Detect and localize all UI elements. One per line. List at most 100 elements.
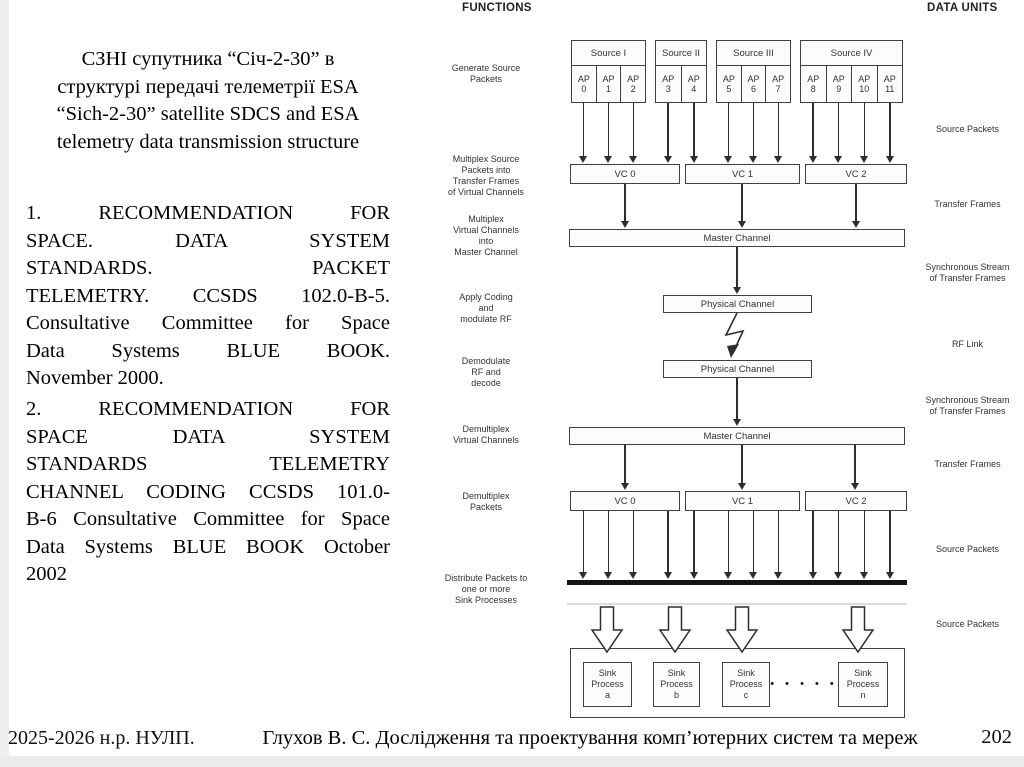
ap-row: AP 3 AP 4	[656, 66, 706, 102]
functions-header: FUNCTIONS	[462, 2, 532, 14]
telemetry-flow-diagram: FUNCTIONS DATA UNITS Generate Source Pac…	[432, 0, 1024, 760]
flow-arrow-line	[812, 103, 814, 156]
function-label-demux-vc: Demultiplex Virtual Channels	[453, 424, 519, 445]
text-line: 2. RECOMMENDATION FOR	[26, 398, 390, 420]
text-line: November 2000.	[26, 367, 164, 389]
arrowhead-icon	[629, 572, 637, 579]
left-margin	[0, 0, 9, 767]
flow-arrow-line	[863, 511, 866, 572]
arrowhead-icon	[808, 572, 817, 579]
text-line: SPACE DATA SYSTEM	[26, 425, 390, 448]
ap-row: AP 0 AP 1 AP 2	[572, 66, 645, 102]
ap-cell: AP 9	[825, 66, 852, 102]
arrowhead-icon	[663, 572, 672, 579]
flow-arrow-line	[741, 184, 743, 221]
text-line: telemetry data transmission structure	[56, 130, 360, 153]
vc1-box-bottom: VC 1	[685, 491, 800, 511]
flow-arrow-line	[693, 511, 695, 572]
flow-arrow-line	[889, 103, 891, 156]
ap-cell: AP 3	[662, 74, 675, 94]
sink-block-arrow-icon	[841, 606, 875, 654]
flow-arrow-line	[582, 511, 585, 572]
arrowhead-icon	[663, 156, 672, 163]
arrowhead-icon	[724, 156, 732, 163]
flow-arrow-line	[624, 445, 626, 483]
bottom-margin	[0, 756, 1024, 767]
flow-arrow-line	[736, 247, 738, 287]
flow-arrow-line	[667, 511, 669, 572]
sink-process-n: Sink Process n	[838, 662, 888, 707]
text-line: Data Systems BLUE BOOK.	[26, 339, 390, 362]
ap-row: AP 8 AP 9 AP 10 AP 11	[801, 66, 902, 102]
vc2-box-top: VC 2	[805, 164, 907, 184]
ap-cell: AP 8	[807, 74, 820, 94]
function-label-apply-coding: Apply Coding and modulate RF	[459, 292, 513, 324]
flow-arrow-line	[667, 103, 669, 156]
text-line: Data Systems BLUE BOOK October	[26, 535, 390, 558]
vc2-box-bottom: VC 2	[805, 491, 907, 511]
ap-row: AP 5 AP 6 AP 7	[717, 66, 790, 102]
arrowhead-icon	[737, 221, 746, 228]
arrowhead-icon	[732, 419, 741, 426]
text-line: STANDARDS. PACKET	[26, 257, 390, 279]
arrowhead-icon	[749, 572, 757, 579]
arrowhead-icon	[885, 572, 894, 579]
text-line: Consultative Committee for Space	[26, 312, 390, 334]
data-unit-sync-stream-1: Synchronous Stream of Transfer Frames	[925, 262, 1010, 283]
ap-cell: AP 11	[876, 66, 903, 102]
vc0-box-top: VC 0	[570, 164, 680, 184]
function-label-demodulate: Demodulate RF and decode	[461, 356, 511, 388]
flow-arrow-line	[693, 103, 695, 156]
function-label-mux-packets: Multiplex Source Packets into Transfer F…	[448, 154, 524, 197]
source-box-title: Source II	[656, 41, 706, 66]
arrowhead-icon	[860, 572, 868, 579]
arrowhead-icon	[774, 572, 782, 579]
text-line: “Sich-2-30” satellite SDCS and ESA	[56, 103, 360, 125]
data-unit-transfer-frames-1: Transfer Frames	[934, 199, 1001, 209]
text-line: TELEMETRY. CCSDS 102.0-B-5.	[26, 284, 390, 307]
arrowhead-icon	[850, 483, 859, 490]
text-line: STANDARDS TELEMETRY	[26, 453, 390, 475]
ap-cell: AP 0	[577, 74, 590, 94]
separator-line	[567, 603, 907, 605]
ellipsis-dots: • • • • •	[770, 678, 838, 690]
flow-arrow-line	[863, 103, 866, 156]
ap-cell: AP 6	[740, 66, 766, 102]
arrowhead-icon	[724, 572, 732, 579]
flow-arrow-line	[837, 103, 840, 156]
arrowhead-icon	[885, 156, 894, 163]
arrowhead-icon	[834, 572, 842, 579]
flow-arrow-line	[741, 445, 743, 483]
ap-cell: AP 1	[595, 66, 621, 102]
text-line: 2002	[26, 563, 67, 585]
data-unit-source-packets-1: Source Packets	[935, 124, 1000, 134]
vc1-box-top: VC 1	[685, 164, 800, 184]
flow-arrow-line	[632, 103, 635, 156]
source-box-1: Source I AP 0 AP 1 AP 2	[571, 40, 646, 103]
source-box-title: Source I	[572, 41, 645, 66]
flow-arrow-line	[855, 184, 857, 221]
arrowhead-icon	[834, 156, 842, 163]
footer-academic-year: 2025-2026 н.р. НУЛП.	[8, 727, 195, 749]
text-line: SPACE. DATA SYSTEM	[26, 229, 390, 252]
ap-cell: AP 2	[620, 66, 645, 102]
vc0-box-bottom: VC 0	[570, 491, 680, 511]
physical-channel-box-bottom: Physical Channel	[663, 360, 812, 378]
reference-1: 1. RECOMMENDATION FOR SPACE. DATA SYSTEM S…	[26, 200, 390, 393]
flow-arrow-line	[624, 184, 626, 221]
flow-arrow-line	[812, 511, 814, 572]
source-box-title: Source III	[717, 41, 790, 66]
data-unit-source-packets-2: Source Packets	[935, 544, 1000, 554]
data-unit-transfer-frames-2: Transfer Frames	[934, 459, 1001, 469]
text-line: B-6 Consultative Committee for Space	[26, 508, 390, 530]
data-unit-rf-link: RF Link	[951, 339, 983, 349]
text-line: 1. RECOMMENDATION FOR	[26, 202, 390, 224]
ap-cell: AP 5	[722, 74, 735, 94]
function-label-distribute: Distribute Packets to one or more Sink P…	[444, 573, 528, 605]
function-label-mux-vc: Multiplex Virtual Channels into Master C…	[453, 214, 519, 257]
sink-process-a: Sink Process a	[583, 662, 632, 707]
master-channel-box-top: Master Channel	[569, 229, 905, 247]
text-line: CHANNEL CODING CCSDS 101.0-	[26, 480, 390, 503]
